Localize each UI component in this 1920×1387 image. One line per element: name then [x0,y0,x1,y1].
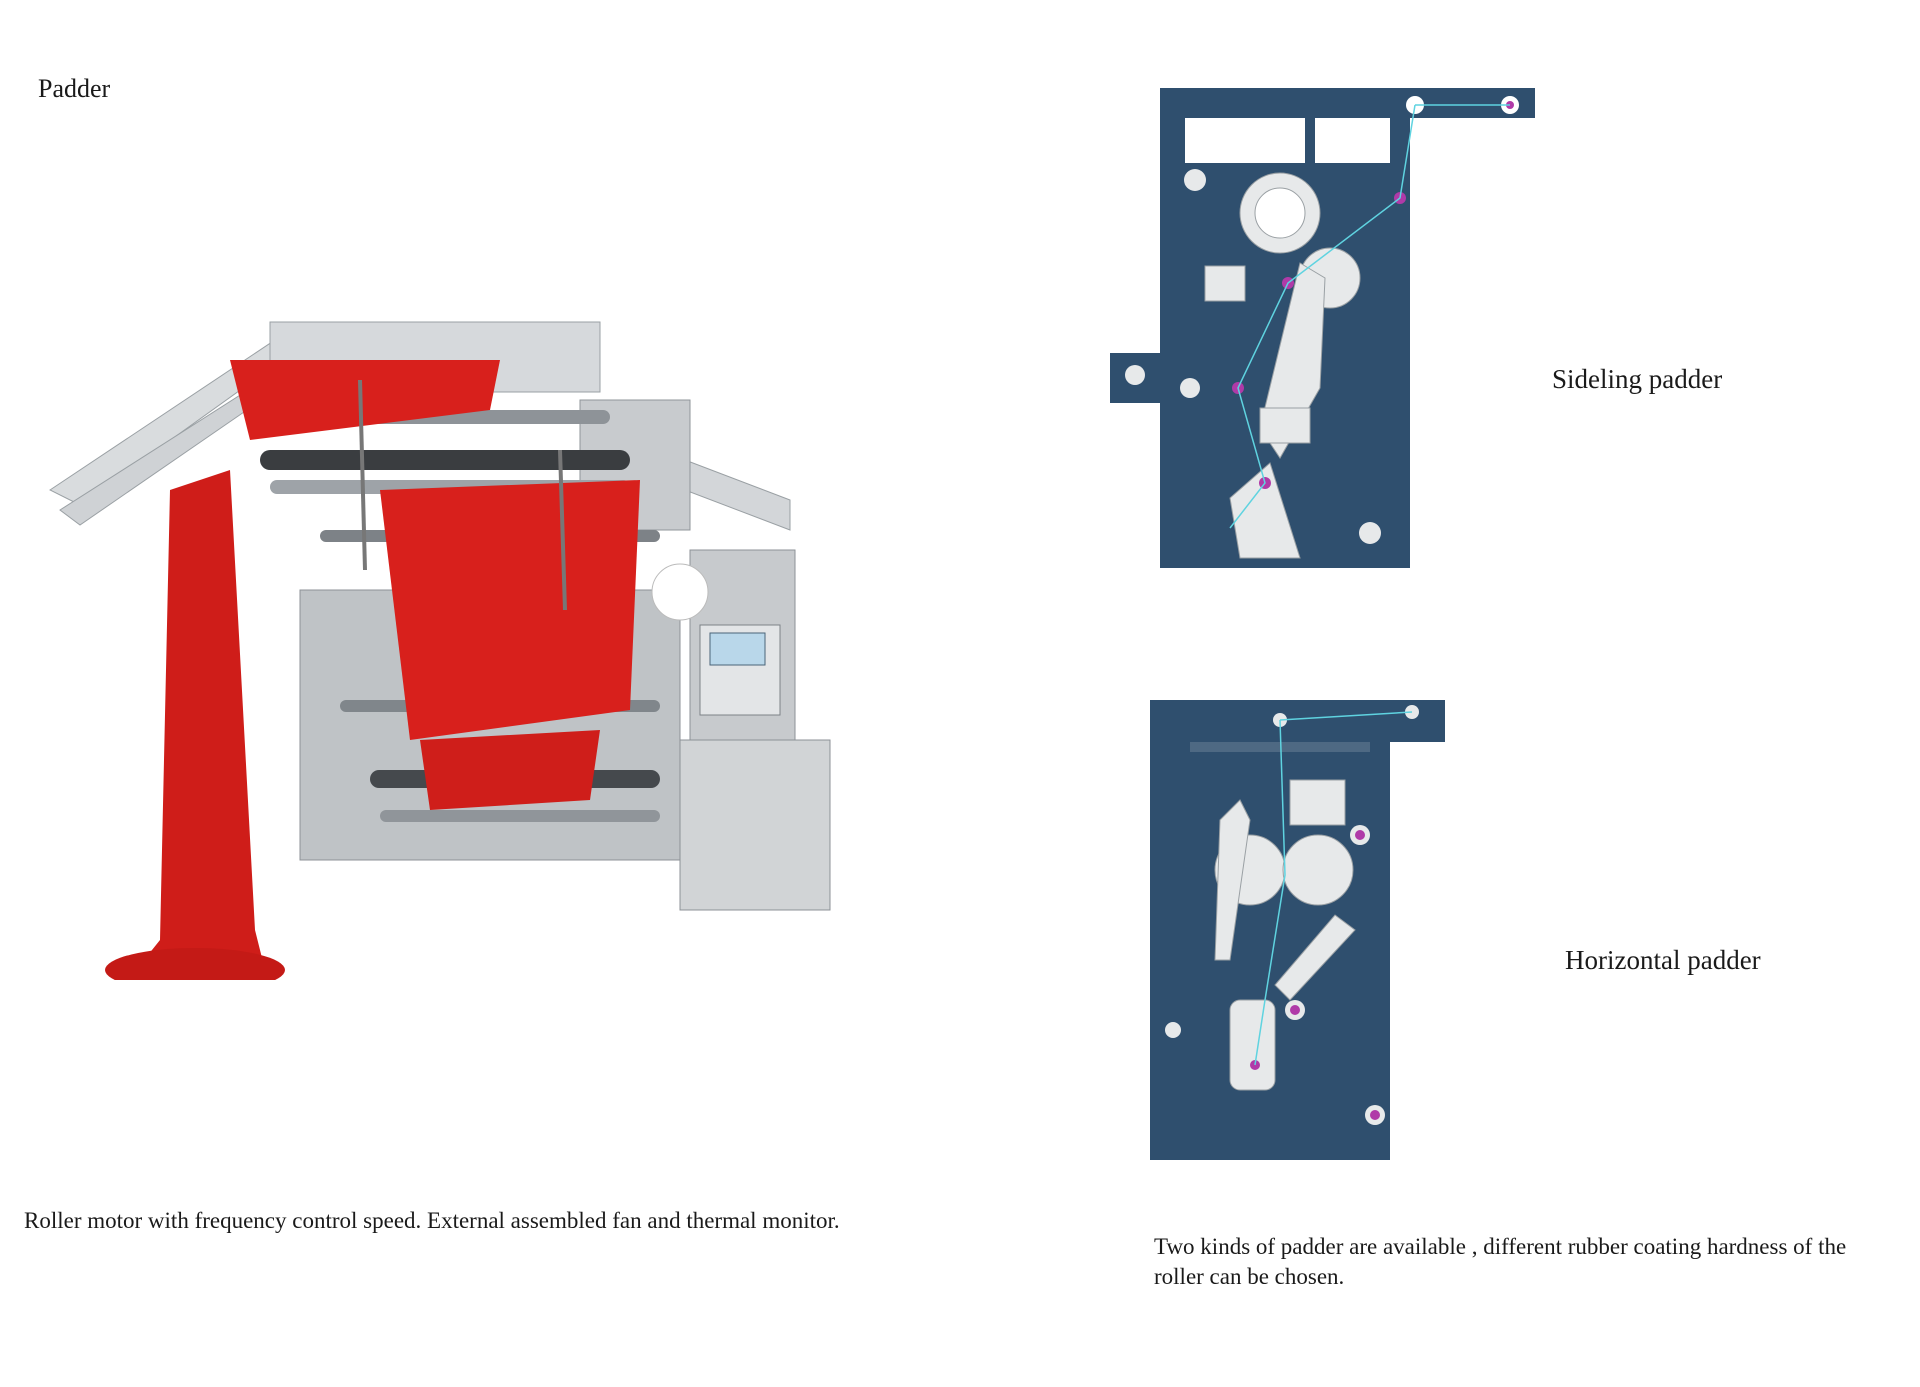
sideling-padder-label: Sideling padder [1552,364,1723,394]
page-title: Padder [38,74,111,103]
horizontal-padder-diagram [1150,700,1445,1160]
sideling-padder-diagram [1110,88,1535,568]
caption-left: Roller motor with frequency control spee… [24,1208,840,1233]
padder-machine-photo [49,321,831,980]
caption-right: Two kinds of padder are available , diff… [1154,1234,1847,1289]
horizontal-padder-label: Horizontal padder [1565,945,1761,975]
